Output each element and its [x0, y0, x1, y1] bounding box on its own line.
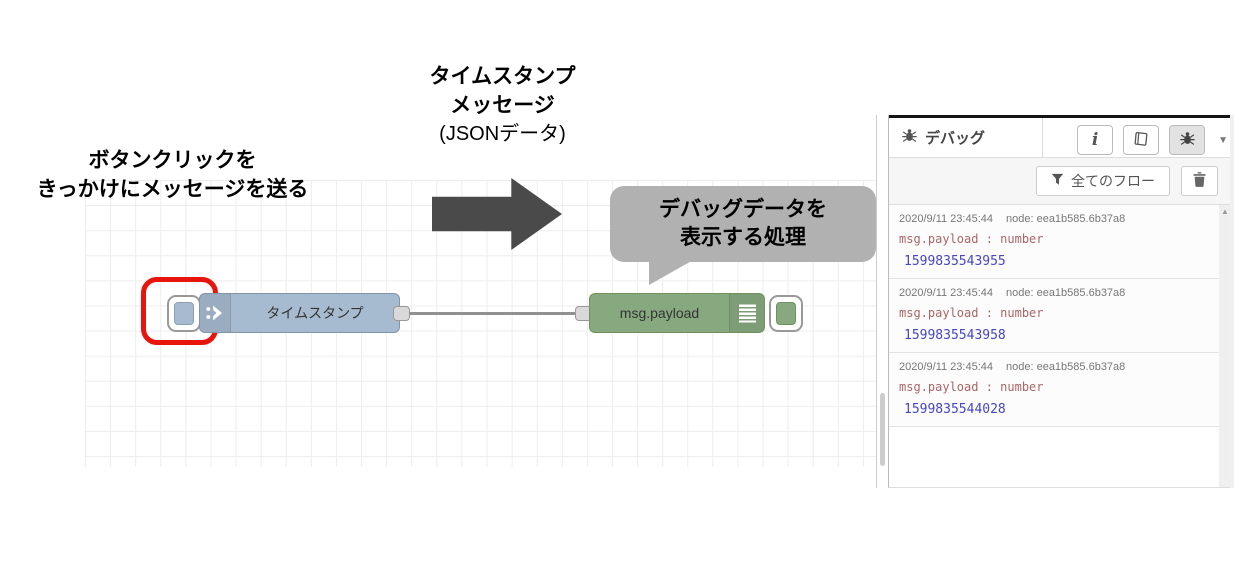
inject-node[interactable]: タイムスタンプ: [199, 293, 400, 333]
message-node-id: node: eea1b585.6b37a8: [1006, 213, 1126, 225]
message-meta: 2020/9/11 23:45:44 node: eea1b585.6b37a8: [899, 361, 1209, 373]
trash-icon: [1193, 172, 1206, 190]
caret-down-icon[interactable]: ▼: [1218, 134, 1228, 146]
message-property[interactable]: msg.payload : number: [899, 380, 1044, 394]
debug-filter-bug-button[interactable]: [1169, 125, 1206, 155]
inject-output-port[interactable]: [393, 306, 410, 321]
message-node-id: node: eea1b585.6b37a8: [1006, 361, 1126, 373]
info-icon: i: [1091, 130, 1099, 150]
messages-scrollbar[interactable]: ▲: [1219, 205, 1231, 487]
filter-all-flows-button[interactable]: 全てのフロー: [1036, 166, 1170, 196]
message-timestamp: 2020/9/11 23:45:44: [899, 287, 993, 299]
annotation-line: タイムスタンプ: [429, 65, 576, 88]
speech-bubble-tail: [649, 259, 695, 285]
annotation-line: きっかけにメッセージを送る: [36, 178, 309, 201]
canvas-right-edge: [876, 115, 877, 488]
sidebar-header-buttons: i: [1077, 125, 1228, 155]
inject-button-face: [174, 302, 194, 325]
debug-enable-toggle[interactable]: [769, 295, 803, 332]
debug-sidebar: デバッグ i: [888, 115, 1234, 488]
bug-icon: [1179, 131, 1195, 149]
scroll-up-icon[interactable]: ▲: [1221, 207, 1229, 216]
message-timestamp: 2020/9/11 23:45:44: [899, 213, 993, 225]
bug-icon: [902, 128, 917, 147]
annotation-line: メッセージ: [450, 94, 555, 117]
message-property[interactable]: msg.payload : number: [899, 232, 1044, 246]
annotation-timestamp-message-note: タイムスタンプ メッセージ (JSONデータ): [330, 62, 675, 149]
message-meta: 2020/9/11 23:45:44 node: eea1b585.6b37a8: [899, 287, 1209, 299]
bubble-line: 表示する処理: [680, 226, 806, 249]
debug-lines-icon: [729, 294, 764, 332]
inject-arrow-icon: [200, 294, 231, 332]
sidebar-header: デバッグ i: [889, 118, 1234, 158]
funnel-icon: [1051, 173, 1064, 189]
help-book-button[interactable]: [1123, 125, 1160, 155]
trash-button[interactable]: [1181, 166, 1218, 196]
message-value: 1599835543955: [904, 254, 1006, 269]
info-button[interactable]: i: [1077, 125, 1114, 155]
debug-toggle-face: [776, 302, 796, 325]
tab-debug-label: デバッグ: [925, 130, 986, 147]
debug-node[interactable]: msg.payload: [589, 293, 765, 333]
filter-button-label: 全てのフロー: [1071, 173, 1155, 189]
message-node-id: node: eea1b585.6b37a8: [1006, 287, 1126, 299]
message-timestamp: 2020/9/11 23:45:44: [899, 361, 993, 373]
book-icon: [1133, 131, 1149, 150]
tab-debug[interactable]: デバッグ: [889, 118, 1043, 157]
annotation-button-click-note: ボタンクリックを きっかけにメッセージを送る: [0, 146, 345, 204]
flow-wire[interactable]: [409, 312, 576, 315]
message-value: 1599835544028: [904, 402, 1006, 417]
annotation-line: ボタンクリックを: [88, 149, 257, 172]
debug-speech-bubble: デバッグデータを 表示する処理: [610, 186, 876, 262]
debug-node-label: msg.payload: [619, 305, 700, 321]
message-meta: 2020/9/11 23:45:44 node: eea1b585.6b37a8: [899, 213, 1209, 225]
message-value: 1599835543958: [904, 328, 1006, 343]
sidebar-toolbar: 全てのフロー: [889, 158, 1234, 205]
canvas-vertical-scrollbar[interactable]: [880, 393, 885, 466]
sidebar-top-border: [889, 115, 1234, 118]
annotation-line: (JSONデータ): [439, 123, 566, 145]
inject-trigger-button[interactable]: [167, 295, 201, 332]
bubble-line: デバッグデータを: [659, 198, 827, 221]
window-scrollbar-strip[interactable]: [1230, 115, 1234, 488]
inject-node-label: タイムスタンプ: [266, 305, 364, 321]
message-property[interactable]: msg.payload : number: [899, 306, 1044, 320]
